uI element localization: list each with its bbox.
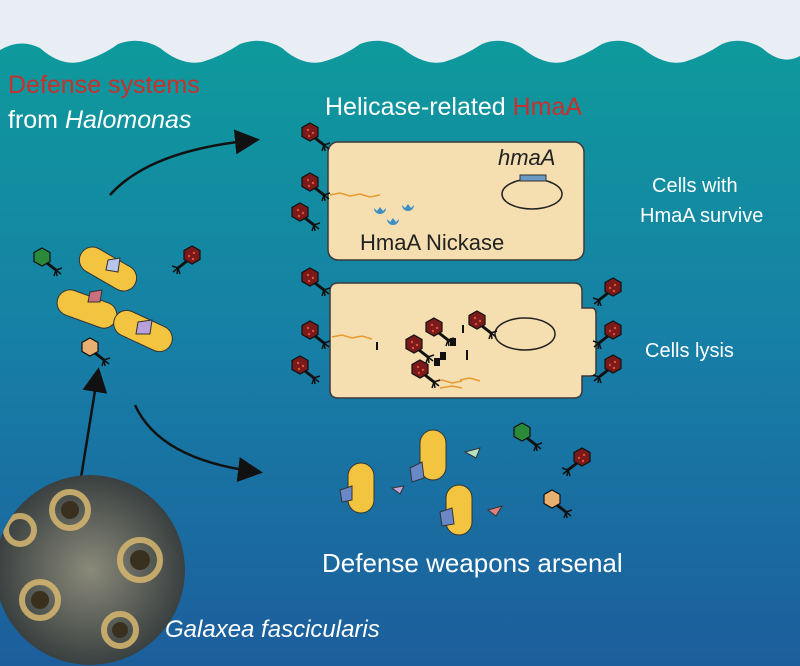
nickase-label: HmaA Nickase <box>360 230 504 255</box>
title-line1: Defense systems <box>8 71 200 99</box>
coral-label: Galaxea fascicularis <box>165 616 380 643</box>
survive-label-line2: HmaA survive <box>640 205 763 227</box>
title-line2: from Halomonas <box>8 106 191 134</box>
arsenal-label: Defense weapons arsenal <box>322 548 623 578</box>
arrow-to-arsenal <box>133 404 263 482</box>
panel-title: Helicase-related HmaA <box>325 93 582 121</box>
hmaa-gene <box>519 174 547 182</box>
surviving-cell: hmaA HmaA Nickase <box>327 141 585 261</box>
lysis-label: Cells lysis <box>645 340 734 362</box>
coral-photo <box>0 475 185 665</box>
survive-label-line1: Cells with <box>652 175 738 197</box>
defense-arsenal <box>339 421 592 536</box>
halomonas-cluster <box>32 244 202 368</box>
phage-dna <box>329 192 381 198</box>
gene-label: hmaA <box>498 145 555 170</box>
arrow-to-hmaa <box>109 129 260 196</box>
lysing-cell <box>329 282 597 399</box>
nickase-icons <box>374 204 414 225</box>
